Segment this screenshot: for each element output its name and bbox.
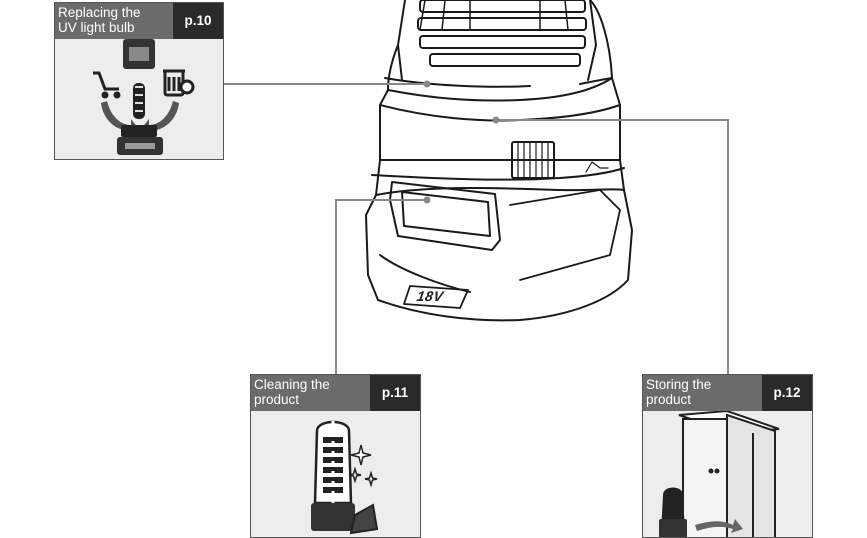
sparkle-icon	[348, 444, 378, 488]
trash-can-icon	[163, 69, 195, 97]
uv-lamp-icon	[311, 420, 379, 535]
grille-cage	[397, 0, 613, 81]
front-panel	[389, 181, 501, 251]
uv-bulb-icon	[123, 39, 155, 119]
card-header: Replacing the UV light bulb p.10	[55, 3, 223, 39]
storage-cabinet-icon	[678, 411, 780, 537]
lower-body	[365, 159, 633, 322]
card-replacing-uv-bulb[interactable]: Replacing the UV light bulb p.10	[54, 2, 224, 160]
side-vent	[511, 141, 555, 179]
product-icon	[659, 487, 687, 537]
arrow-icon	[695, 519, 743, 533]
card-header: Storing the product p.12	[643, 375, 812, 411]
uv-bulb-replacement-illustration	[93, 39, 195, 155]
voltage-label: 18V	[415, 288, 445, 304]
card-title: Storing the product	[646, 377, 712, 407]
battery-icon	[117, 125, 163, 155]
card-storing-product[interactable]: Storing the product p.12	[642, 374, 813, 538]
upper-housing	[379, 44, 621, 161]
card-header: Cleaning the product p.11	[251, 375, 420, 411]
page-reference[interactable]: p.11	[370, 375, 420, 411]
battery-badge	[403, 285, 469, 309]
card-title: Replacing the UV light bulb	[58, 5, 141, 35]
card-cleaning-product[interactable]: Cleaning the product p.11	[250, 374, 421, 538]
cleaning-illustration	[311, 420, 379, 535]
cart-icon	[93, 71, 121, 99]
card-title: Cleaning the product	[254, 377, 330, 407]
leader-lines	[222, 80, 729, 376]
storage-illustration	[659, 411, 780, 537]
page-reference[interactable]: p.12	[762, 375, 812, 411]
page-reference[interactable]: p.10	[173, 3, 223, 39]
